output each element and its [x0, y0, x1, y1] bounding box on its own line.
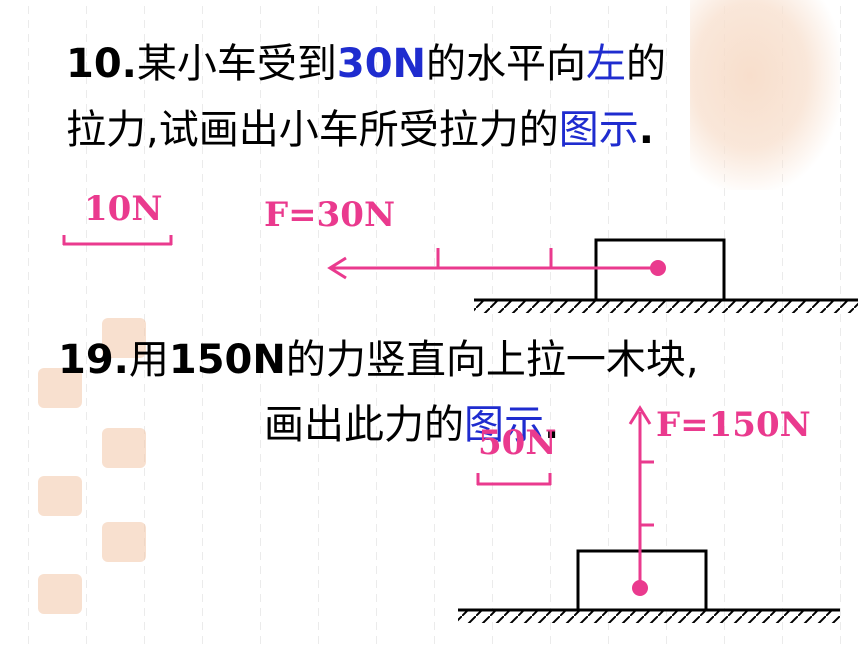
scale-bar-10: [62, 235, 173, 246]
problem-19-line-2: 画出此力的图示.: [264, 405, 559, 445]
problem-10-number: 10.: [66, 41, 137, 87]
force-label-10: F=30N: [264, 195, 396, 235]
problem-19-number: 19.: [58, 337, 129, 383]
problem-10-text-b: 的水平向: [426, 41, 586, 87]
problem-10-text-a: 某小车受到: [136, 41, 337, 87]
problem-10-line-1: 10.某小车受到30N的水平向左的: [66, 44, 666, 84]
problem-10-text-d: 拉力,试画出小车所受拉力的: [66, 107, 559, 153]
problem-19-text-b: 的力竖直向上拉一木块,: [285, 337, 699, 383]
problem-19-period: .: [544, 402, 560, 448]
scale-bar-19: [476, 473, 552, 486]
problem-19-term: 图示: [464, 402, 544, 448]
force-label-19: F=150N: [656, 405, 811, 445]
problem-19-text-a: 用: [128, 337, 169, 383]
ground-10: [474, 298, 858, 313]
problem-19-force-value: 150N: [168, 337, 286, 383]
watermark-seal: [102, 522, 146, 562]
watermark-seal: [38, 574, 82, 614]
force-arrow-10: [327, 248, 666, 280]
problem-19-text-c: 画出此力的: [264, 402, 464, 448]
watermark-seal: [38, 368, 82, 408]
force-arrow-19: [628, 405, 654, 596]
problem-10-period: .: [638, 107, 654, 153]
watermark-seal: [102, 428, 146, 468]
force-origin-dot: [632, 580, 648, 596]
watermark-seal-large: [690, 0, 840, 190]
ground-19: [458, 608, 840, 623]
force-origin-dot: [650, 260, 666, 276]
watermark-seal: [102, 318, 146, 358]
scale-label-19: 50N: [478, 423, 557, 463]
scale-label-10: 10N: [84, 189, 163, 229]
problem-10-force-value: 30N: [336, 41, 426, 87]
problem-10-term: 图示: [558, 107, 639, 153]
problem-10-line-2: 拉力,试画出小车所受拉力的图示.: [66, 110, 654, 150]
problem-10-direction: 左: [586, 41, 626, 87]
problem-10-text-c: 的: [626, 41, 666, 87]
watermark-seal: [38, 476, 82, 516]
problem-19-line-1: 19.用150N的力竖直向上拉一木块,: [58, 340, 699, 380]
